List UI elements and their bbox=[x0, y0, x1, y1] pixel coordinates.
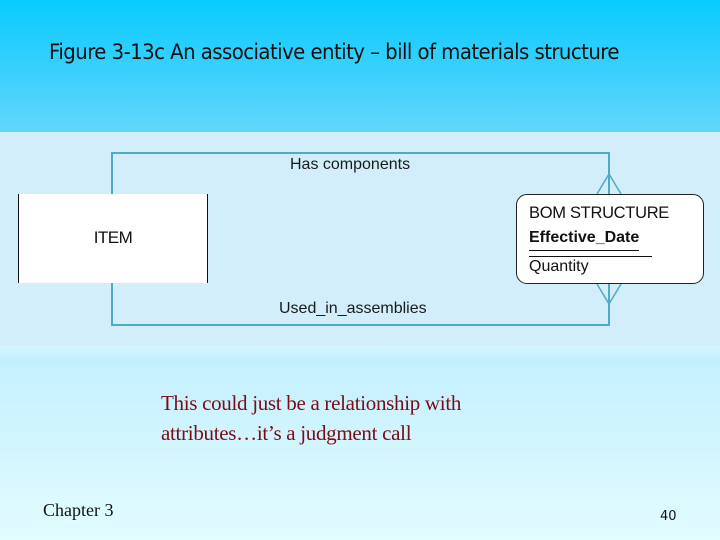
attribute-quantity: Quantity bbox=[529, 258, 589, 275]
chapter-label: Chapter 3 bbox=[43, 500, 114, 520]
crows-foot-top-icon bbox=[596, 173, 622, 195]
page-number: 40 bbox=[660, 509, 677, 524]
primary-key-effective-date: Effective_Date bbox=[529, 229, 640, 251]
relationship-lines bbox=[111, 152, 622, 326]
primary-key-underline bbox=[529, 256, 652, 257]
note-line-1: This could just be a relationship with bbox=[161, 391, 462, 415]
entity-item-name: ITEM bbox=[93, 228, 133, 247]
note-text: This could just be a relationship with a… bbox=[161, 388, 461, 448]
title-band: Figure 3-13c An associative entity – bil… bbox=[0, 0, 720, 132]
relationship-label-used-in-assemblies: Used_in_assemblies bbox=[279, 300, 427, 317]
note-line-2: attributes…it’s a judgment call bbox=[161, 421, 412, 445]
entity-bom-structure-name: BOM STRUCTURE bbox=[529, 204, 670, 222]
relationship-label-has-components: Has components bbox=[290, 156, 411, 173]
entity-item: ITEM bbox=[18, 194, 208, 283]
entity-bom-structure: BOM STRUCTURE Effective_Date Quantity bbox=[516, 194, 704, 284]
slide-title: Figure 3-13c An associative entity – bil… bbox=[49, 40, 620, 64]
crows-foot-bottom-icon bbox=[596, 283, 622, 305]
